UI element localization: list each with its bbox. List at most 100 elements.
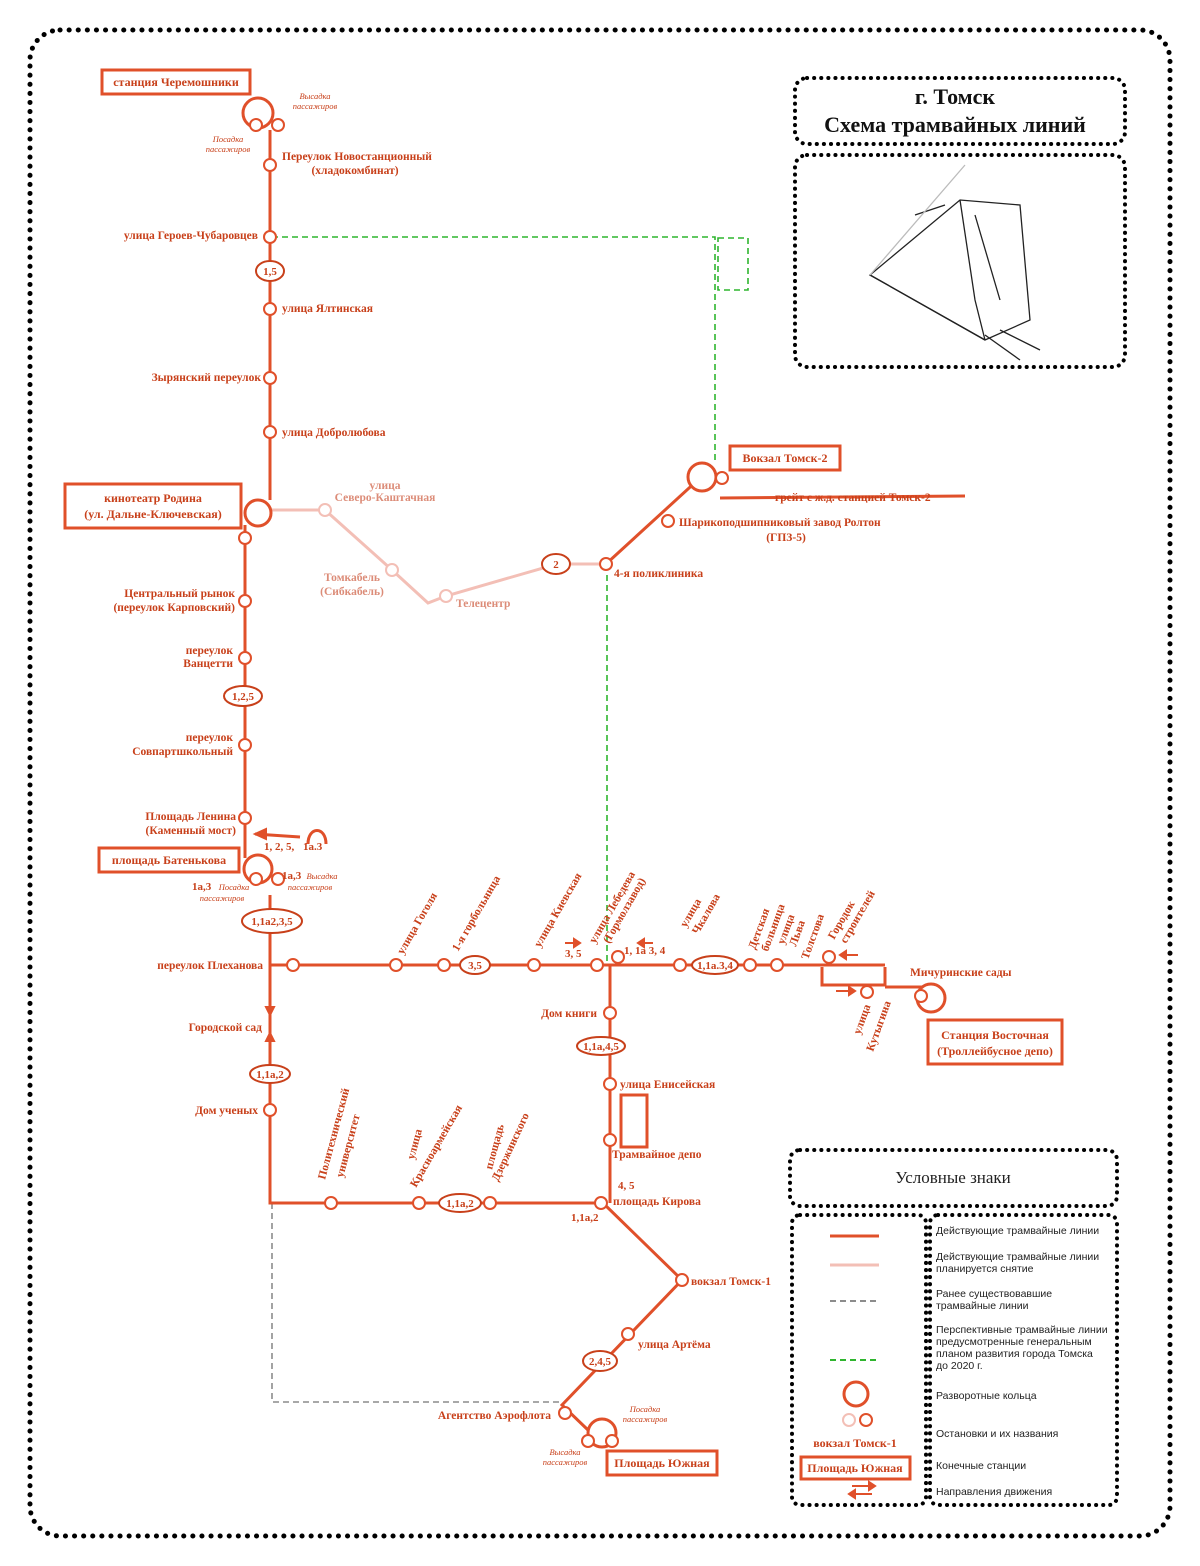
legend-item: Конечные станции (936, 1460, 1026, 1472)
terminal-vostochnaya-1: Станция Восточная (941, 1028, 1049, 1042)
station-tomkabel-2: (Сибкабель) (320, 586, 384, 598)
ring-stops (249, 118, 928, 1448)
terminal-boxes (63, 68, 1064, 1477)
route-label-lenina-a: 1, 2, 5, (264, 841, 295, 853)
note-yuzh-posadka-2: пассажиров (623, 1414, 668, 1424)
legend-sym-direction (847, 1480, 877, 1500)
station-artema: улица Артёма (638, 1339, 711, 1351)
station-rolton-2: (ГПЗ-5) (766, 532, 806, 544)
station-aeroflot: Агентство Аэрофлота (438, 1410, 551, 1422)
station-eniseyskaya: улица Енисейская (620, 1079, 715, 1091)
route-label-1-1a-3-4-small: 1, 1а 3, 4 (624, 945, 666, 957)
legend-header-box (788, 1148, 1119, 1208)
route-label-4-5: 4, 5 (618, 1180, 635, 1192)
route-1-1a-3-4: 1,1а.3,4 (697, 960, 733, 972)
station-novostantsionny-2: (хладокомбинат) (311, 165, 398, 177)
title-box (793, 76, 1127, 146)
legend-item: Направления движения (936, 1486, 1052, 1498)
station-severo-1: улица (370, 480, 401, 492)
legend-item: Действующие трамвайные линии (936, 1225, 1099, 1237)
station-dobrolyubova: улица Добролюбова (282, 427, 386, 439)
station-plekhanova: переулок Плеханова (157, 960, 263, 972)
station-krasnoarm-1: улица (405, 1128, 425, 1161)
station-poliklinika4: 4-я поликлиника (614, 568, 703, 580)
station-novostantsionny-1: Переулок Новостанционный (282, 151, 432, 163)
note-vysadka-2: пассажиров (293, 101, 338, 111)
tram-picture-box (793, 153, 1127, 369)
route-1-5: 1,5 (263, 266, 277, 278)
station-sovpart-1: переулок (186, 732, 234, 744)
route-3-5: 3,5 (468, 960, 482, 972)
note-yuzh-posadka-1: Посадка (629, 1404, 661, 1414)
station-kievskaya: улица Киевская (532, 871, 584, 950)
legend-item: Остановки и их названия (936, 1428, 1058, 1440)
route-label-3-5-small: 3, 5 (565, 948, 582, 960)
note-posadka-2: пассажиров (206, 144, 251, 154)
route-main: 1,1а2,3,5 (251, 916, 293, 928)
station-vancetti-2: Ванцетти (183, 658, 233, 670)
station-severo-2: Северо-Каштачная (335, 492, 436, 504)
terminal-rodina-2: (ул. Дальне-Ключевская) (84, 507, 222, 521)
title-line2: Схема трамвайных линий (824, 112, 1086, 137)
station-dom-uchenyh: Дом ученых (195, 1105, 258, 1117)
station-sovpart-2: Совпартшкольный (132, 746, 233, 758)
station-tomsk1: вокзал Томск-1 (691, 1276, 771, 1288)
station-lenina-1: Площадь Ленина (145, 811, 236, 823)
station-market-2: (переулок Карповский) (113, 602, 235, 614)
note-yuzh-vysadka-1: Высадка (549, 1447, 580, 1457)
station-lenina-2: (Каменный мост) (146, 825, 237, 837)
station-greit: грейт с ж.д. станцией Томск-2 (775, 492, 931, 504)
legend-heading: Условные знаки (895, 1168, 1011, 1187)
station-gogolya: улица Гоголя (395, 891, 440, 957)
route-label-1a3-right: 1а,3 (282, 870, 302, 882)
legend-item: Разворотные кольца (936, 1390, 1037, 1402)
station-michurinskie: Мичуринские сады (910, 967, 1012, 979)
station-gorodskoy-sad: Городской сад (189, 1022, 263, 1034)
direction-arrows (252, 827, 858, 1042)
turnaround-rings (241, 96, 947, 1449)
station-rolton-1: Шарикоподшипниковый завод Ролтон (679, 517, 881, 529)
legend-sym-stop (859, 1413, 873, 1427)
legend-symbols-box (790, 1213, 928, 1507)
route-1-1a-2-south: 1,1а,2 (446, 1198, 474, 1210)
outer-frame (27, 27, 1173, 1539)
route-label-1a3-left: 1а,3 (192, 881, 212, 893)
note-yuzh-vysadka-2: пассажиров (543, 1457, 588, 1467)
stop-circles (238, 158, 874, 1420)
terminal-batenkova: площадь Батенькова (112, 853, 226, 867)
route-2-4-5: 2,4,5 (589, 1356, 612, 1368)
legend-sample-terminal: Площадь Южная (807, 1461, 903, 1475)
station-telecenter: Телецентр (456, 598, 510, 610)
route-label-kirova: 1,1а,2 (571, 1212, 599, 1224)
note-batenkova-posadka-1: Посадка (218, 882, 250, 892)
station-zyryansky: Зырянский переулок (152, 372, 262, 384)
legend-sym-stop-faded (842, 1413, 856, 1427)
route-1-2-5: 1,2,5 (232, 691, 255, 703)
station-dom-knigi: Дом книги (541, 1008, 597, 1020)
station-bolnitsa1: 1-я горбольница (450, 874, 503, 954)
legend-sample-station: вокзал Томск-1 (813, 1436, 896, 1450)
station-yaltinskaya: улица Ялтинская (282, 303, 373, 315)
station-vancetti-1: переулок (186, 645, 234, 657)
route-2: 2 (553, 559, 559, 571)
station-depo: Трамвайное депо (612, 1149, 702, 1161)
note-posadka-1: Посадка (212, 134, 244, 144)
route-label-lenina-b: 1а.3 (303, 841, 323, 853)
terminal-tomsk2: Вокзал Томск-2 (742, 451, 827, 465)
route-ovals (223, 260, 739, 1372)
station-geroev: улица Героев-Чубаровцев (124, 230, 258, 242)
former-line (271, 1203, 563, 1403)
planned-lines (272, 236, 749, 965)
legend-items: Действующие трамвайные линииДействующие … (936, 1225, 1108, 1498)
terminal-rodina-1: кинотеатр Родина (104, 491, 202, 505)
note-batenkova-vysadka-1: Высадка (306, 871, 337, 881)
tram-illustration (868, 164, 1041, 361)
terminal-yuzhnaya: Площадь Южная (614, 1456, 710, 1470)
terminal-cheremoshniki: станция Черемошники (113, 75, 239, 89)
note-batenkova-vysadka-2: пассажиров (288, 882, 333, 892)
station-kirova: площадь Кирова (613, 1196, 701, 1208)
route-1-1a-4-5: 1,1а,4,5 (583, 1041, 619, 1053)
